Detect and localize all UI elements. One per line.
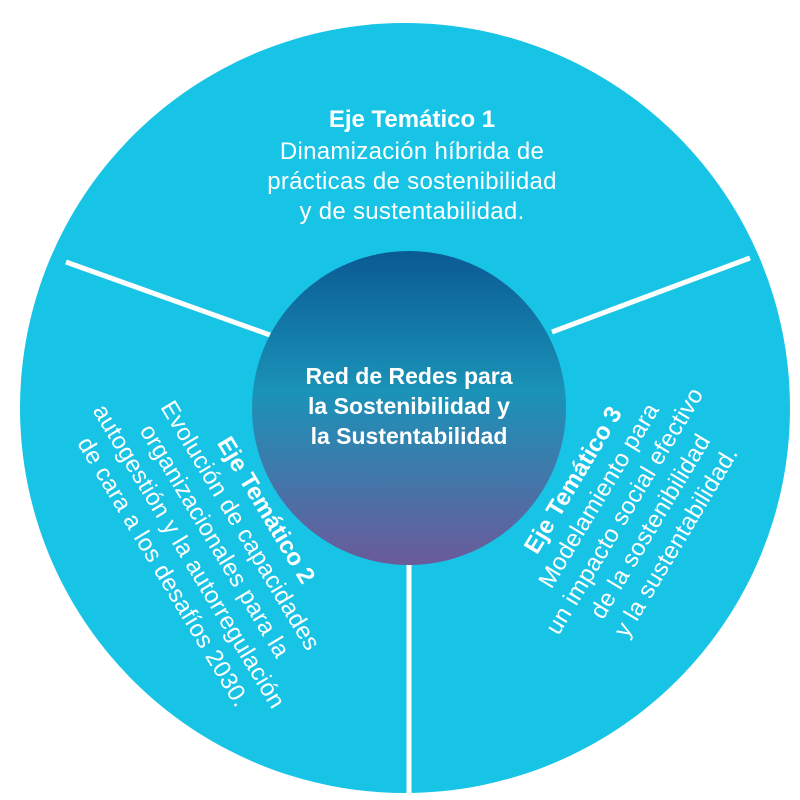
segment-1-line-3: y de sustentabilidad.	[299, 198, 524, 225]
center-label-line-2: la Sostenibilidad y	[308, 393, 510, 419]
segment-1-title: Eje Temático 1	[329, 106, 495, 133]
center-label-line-1: Red de Redes para	[305, 363, 512, 389]
center-circle	[252, 251, 566, 565]
divider-left	[65, 259, 271, 338]
segment-1-text: Eje Temático 1 Dinamización híbrida de p…	[267, 106, 557, 225]
divider-right	[551, 255, 751, 335]
segment-1-line-2: prácticas de sostenibilidad	[267, 168, 557, 195]
center-label-line-3: la Sustentabilidad	[311, 423, 508, 449]
center-label: Red de Redes para la Sostenibilidad y la…	[305, 363, 512, 449]
segment-1-line-1: Dinamización híbrida de	[280, 138, 544, 165]
